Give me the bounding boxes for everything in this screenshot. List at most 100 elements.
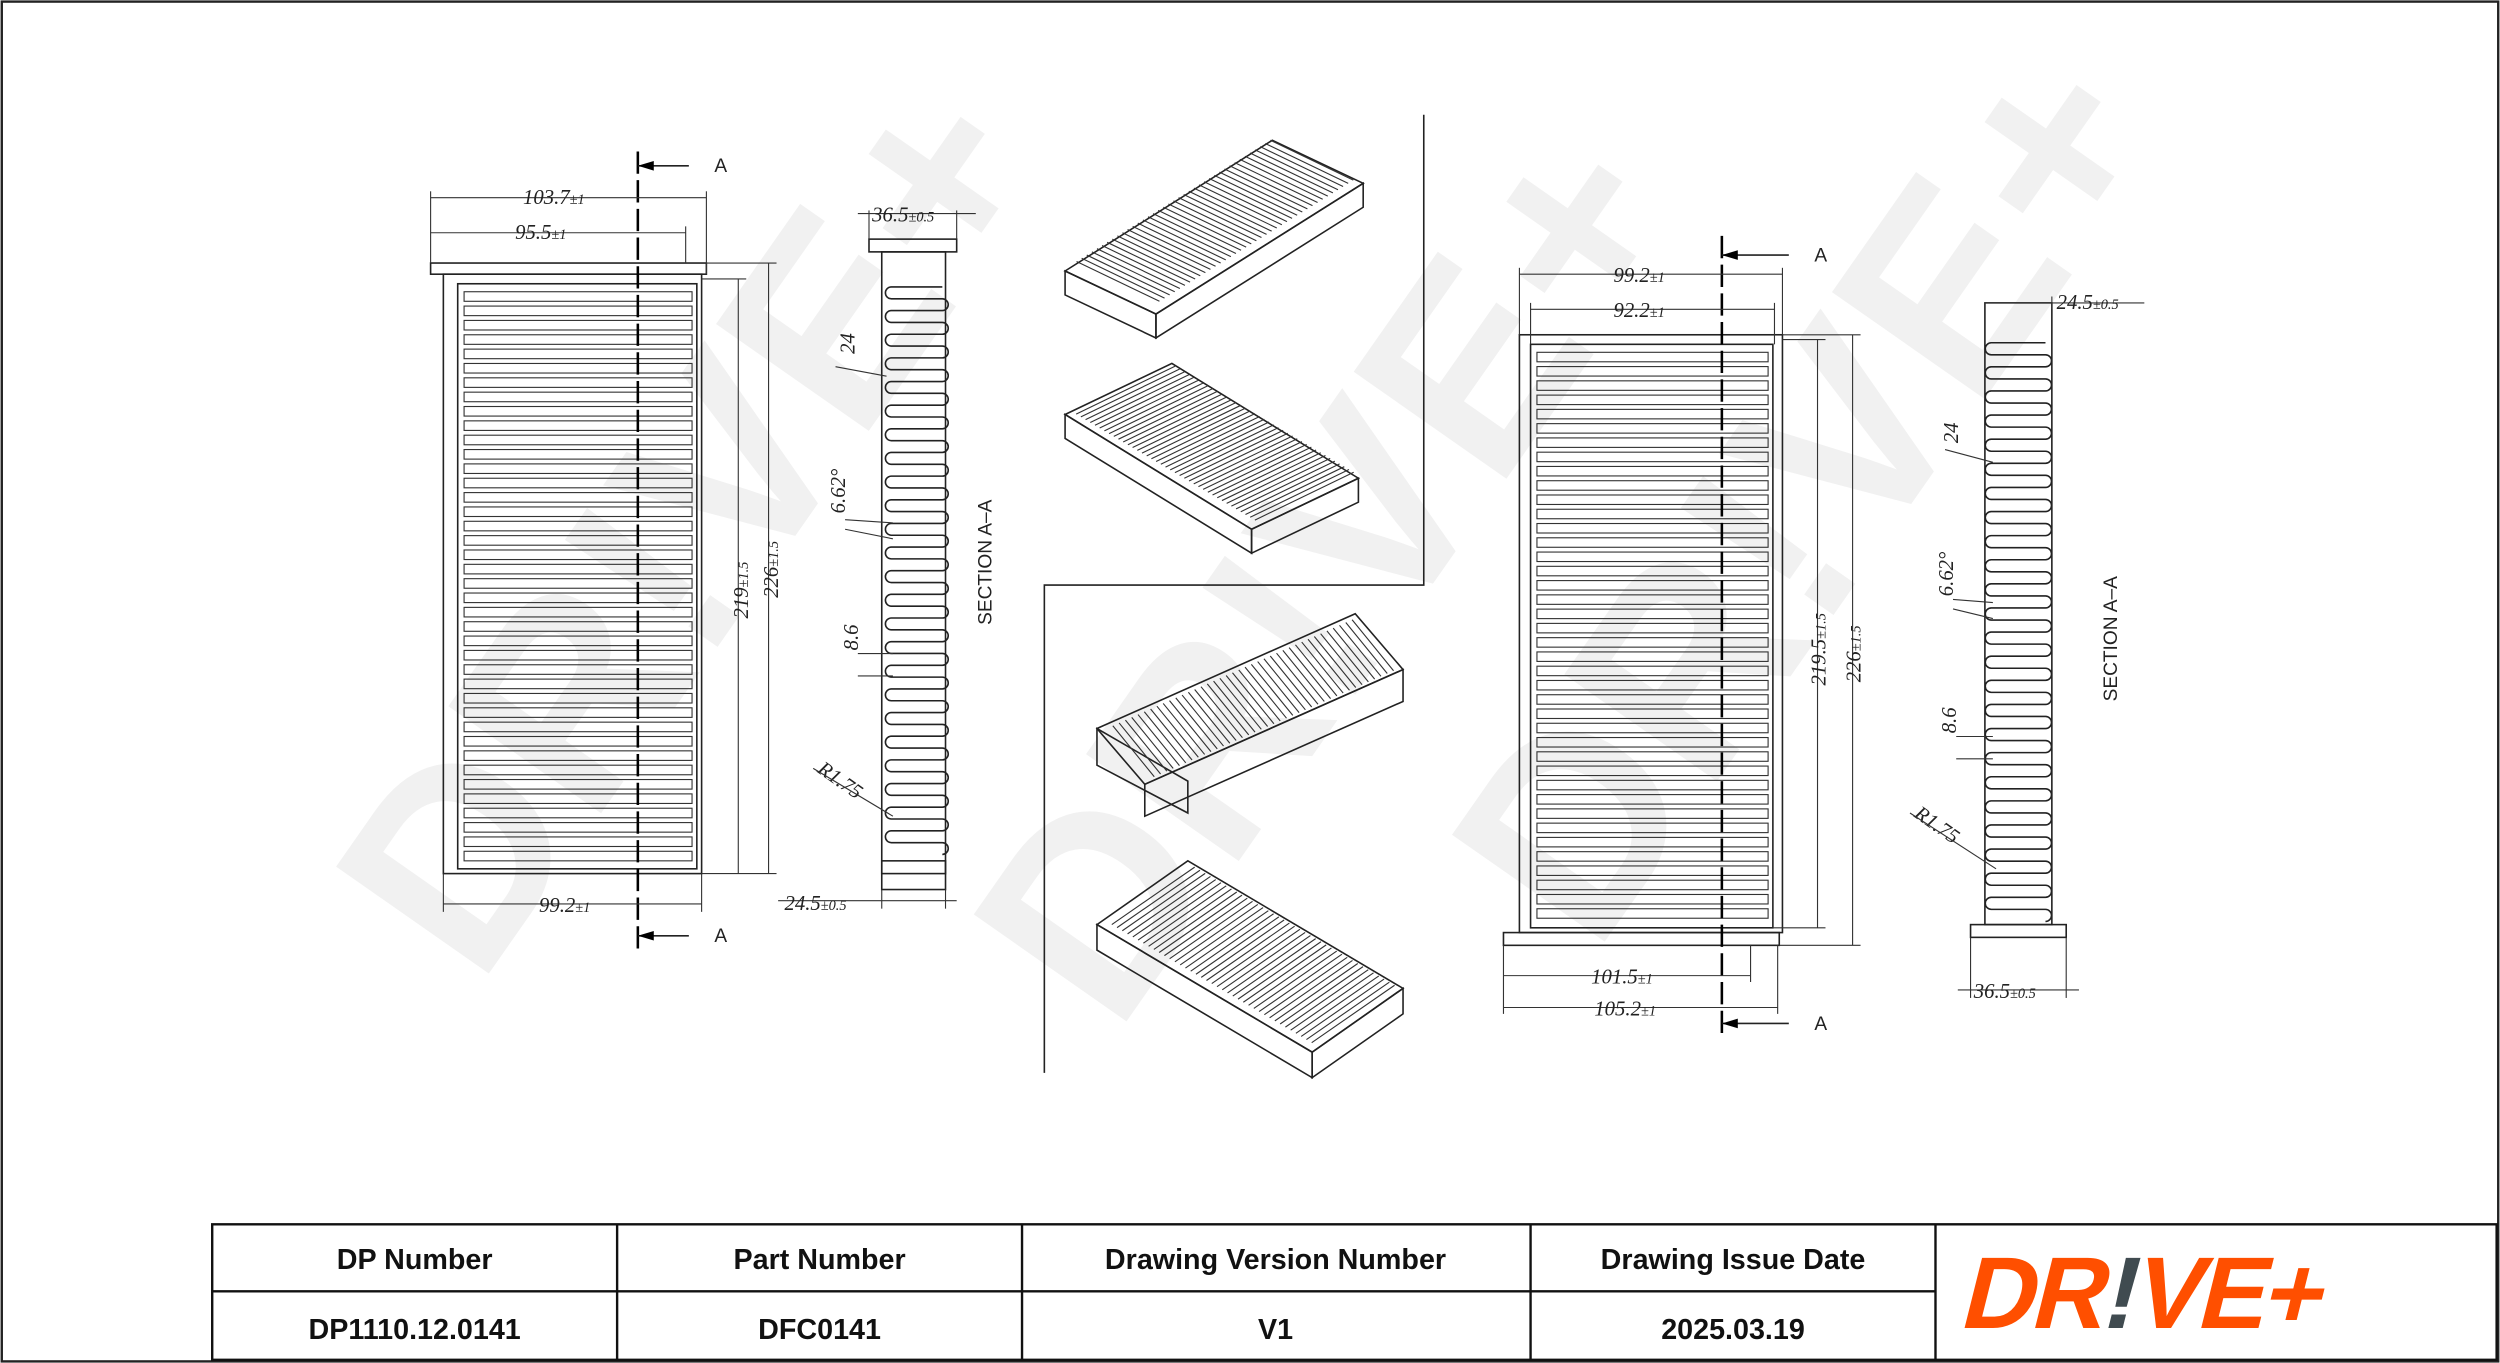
pleat xyxy=(1536,865,1769,876)
label-angle: 6.62° xyxy=(1936,552,1958,597)
pleat xyxy=(463,362,693,374)
pleat xyxy=(463,822,693,833)
pleat xyxy=(1536,651,1769,662)
pleat xyxy=(1536,394,1769,406)
pleat xyxy=(463,334,693,345)
section-title: SECTION A–A xyxy=(976,499,997,625)
pleat xyxy=(1536,794,1769,805)
section-title: SECTION A–A xyxy=(2101,576,2122,702)
pleat xyxy=(1536,351,1769,363)
pleat xyxy=(463,692,693,704)
dim-height-overall: 226±1.5 xyxy=(1844,625,1866,682)
pleat xyxy=(463,578,693,589)
dim-width-top: 99.2±1 xyxy=(1613,265,1664,287)
value-drawing-version: V1 xyxy=(1258,1314,1293,1346)
dim-width-inner: 92.2±1 xyxy=(1613,300,1664,322)
pleat xyxy=(463,434,693,446)
pleat xyxy=(1536,465,1769,477)
pleat xyxy=(463,707,693,718)
value-part-number: DFC0141 xyxy=(758,1314,881,1346)
dim-top-width: 36.5±0.5 xyxy=(871,205,934,227)
dim-height-inner: 219±1.5 xyxy=(731,562,753,619)
pleat xyxy=(463,420,693,431)
pleat xyxy=(1536,808,1769,819)
dim-bottom-width: 36.5±0.5 xyxy=(1973,981,2036,1003)
pleat xyxy=(463,793,693,805)
pleat xyxy=(1536,836,1769,848)
iso-view-3 xyxy=(1095,612,1405,818)
pleat xyxy=(1536,851,1769,862)
value-dp-number: DP1110.12.0141 xyxy=(309,1314,521,1346)
pleat xyxy=(463,405,693,417)
pleat xyxy=(1536,908,1769,919)
pleat xyxy=(1536,380,1769,391)
pleat xyxy=(1536,565,1769,577)
pleat xyxy=(463,678,693,690)
pleat xyxy=(1536,779,1769,791)
drive-plus-logo: DR!VE+ xyxy=(1952,1235,2338,1349)
pleat xyxy=(463,850,693,862)
iso-view-4 xyxy=(1095,859,1405,1080)
pleat xyxy=(1536,708,1769,720)
pleat xyxy=(1536,480,1769,491)
pleat xyxy=(463,664,693,675)
label-pleat-count: 24 xyxy=(838,333,860,354)
pleat xyxy=(463,592,693,604)
pleat xyxy=(1536,822,1769,834)
pleat xyxy=(463,520,693,532)
right-front-view: A A 99.2±1 92.2±1 101.5±1 105.2±1 219.5±… xyxy=(1502,235,1866,1035)
pleat xyxy=(463,305,693,317)
svg-text:DR!VE+: DR!VE+ xyxy=(1952,1235,2338,1349)
pleat xyxy=(463,778,693,790)
dim-width-bottom-inner: 101.5±1 xyxy=(1591,967,1653,989)
pleat xyxy=(463,477,693,489)
pleat xyxy=(1536,408,1769,420)
label-angle: 6.62° xyxy=(828,469,850,514)
pleat xyxy=(463,535,693,546)
pleat xyxy=(463,448,693,460)
pleat xyxy=(463,506,693,518)
label-pleat-count: 24 xyxy=(1941,422,1963,443)
pleat xyxy=(463,735,693,747)
pleat xyxy=(463,391,693,403)
pleat xyxy=(1536,637,1769,648)
section-mark-top: A xyxy=(714,156,727,177)
label-pitch: 8.6 xyxy=(841,624,863,651)
pleat xyxy=(463,463,693,475)
dim-width-overall: 103.7±1 xyxy=(523,187,585,209)
pleat xyxy=(463,836,693,848)
pleat xyxy=(463,764,693,776)
pleat xyxy=(463,377,693,388)
pleat xyxy=(1536,423,1769,434)
pleat xyxy=(1536,594,1769,605)
pleat xyxy=(463,319,693,331)
pleat xyxy=(463,563,693,575)
pleat xyxy=(1536,494,1769,506)
pleat xyxy=(463,649,693,661)
pleat xyxy=(463,549,693,561)
pleat xyxy=(463,721,693,733)
dim-top-width: 24.5±0.5 xyxy=(2057,292,2119,314)
dim-width-bottom: 99.2±1 xyxy=(539,895,590,917)
pleat xyxy=(1536,765,1769,777)
pleat xyxy=(1536,366,1769,377)
section-mark-bottom: A xyxy=(1814,1014,1827,1035)
iso-view-2 xyxy=(1063,362,1361,555)
pleat xyxy=(463,348,693,360)
pleat xyxy=(463,606,693,618)
pleat xyxy=(463,621,693,632)
pleat xyxy=(1536,580,1769,591)
pleat xyxy=(1536,722,1769,734)
dim-height-overall: 226±1.5 xyxy=(761,541,783,598)
header-issue-date: Drawing Issue Date xyxy=(1601,1244,1866,1276)
pleat xyxy=(1536,665,1769,677)
pleat xyxy=(463,750,693,761)
dim-width-bottom: 105.2±1 xyxy=(1594,998,1656,1020)
pleat xyxy=(1536,522,1769,534)
dim-height-inner: 219.5±1.5 xyxy=(1808,613,1830,685)
pleat xyxy=(1536,694,1769,705)
pleat xyxy=(1536,879,1769,891)
pleat xyxy=(1536,451,1769,463)
